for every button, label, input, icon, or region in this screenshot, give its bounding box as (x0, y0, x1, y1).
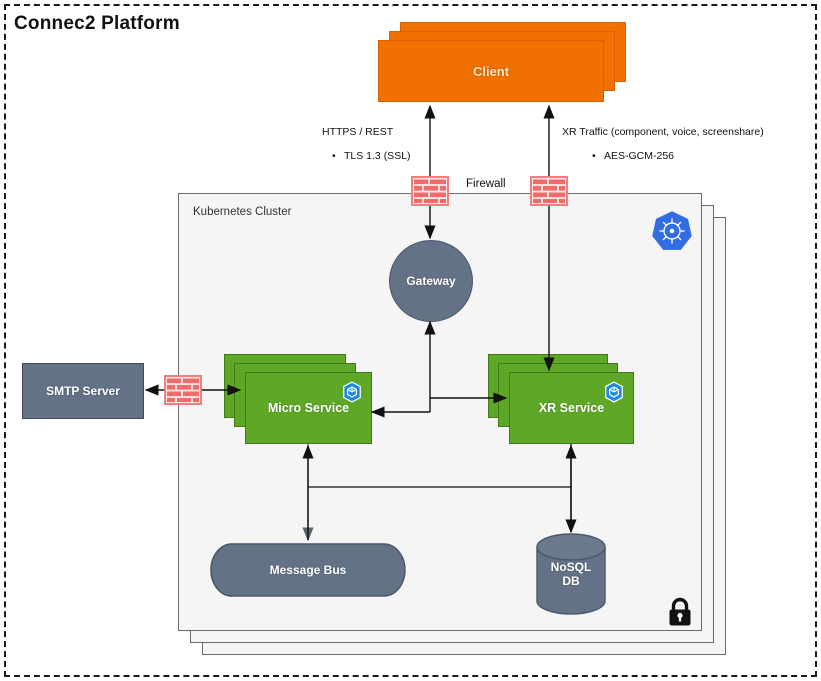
annotation-aes-bullet: • AES-GCM-256 (592, 150, 674, 162)
client-stack-layer-front: Client (378, 40, 604, 102)
kubernetes-icon (651, 210, 693, 252)
annotation-aes-text: AES-GCM-256 (604, 150, 675, 162)
gateway-label: Gateway (406, 274, 456, 288)
xr-service-stack-layer-front: XR Service (509, 372, 634, 444)
container-pod-icon (341, 381, 363, 403)
node-message-bus[interactable]: Message Bus (210, 543, 406, 597)
padlock-icon (666, 596, 694, 628)
container-pod-icon (603, 381, 625, 403)
bullet-glyph: • (592, 150, 596, 162)
page-title: Connec2 Platform (14, 13, 180, 34)
micro-service-stack-layer-front: Micro Service (245, 372, 372, 444)
cluster-label: Kubernetes Cluster (193, 206, 292, 218)
annotation-https-rest: HTTPS / REST (322, 126, 394, 138)
page-border (4, 4, 817, 677)
firewall-brick-icon (530, 176, 568, 206)
node-gateway[interactable]: Gateway (389, 240, 473, 322)
annotation-tls-text: TLS 1.3 (SSL) (344, 150, 411, 162)
node-client[interactable]: Client (378, 22, 628, 102)
bullet-glyph: • (332, 150, 336, 162)
micro-service-label: Micro Service (267, 401, 350, 415)
node-nosql-db[interactable]: NoSQL DB (536, 533, 606, 615)
node-smtp-server[interactable]: SMTP Server (22, 363, 144, 419)
xr-service-label: XR Service (538, 401, 605, 415)
smtp-server-label: SMTP Server (46, 384, 120, 398)
firewall-brick-icon (164, 375, 202, 405)
annotation-xr-traffic: XR Traffic (component, voice, screenshar… (562, 126, 764, 138)
node-micro-service[interactable]: Micro Service (224, 354, 372, 444)
firewall-label: Firewall (466, 178, 506, 190)
firewall-brick-icon (411, 176, 449, 206)
client-label: Client (472, 63, 510, 79)
node-xr-service[interactable]: XR Service (488, 354, 634, 444)
annotation-tls-bullet: • TLS 1.3 (SSL) (332, 150, 411, 162)
